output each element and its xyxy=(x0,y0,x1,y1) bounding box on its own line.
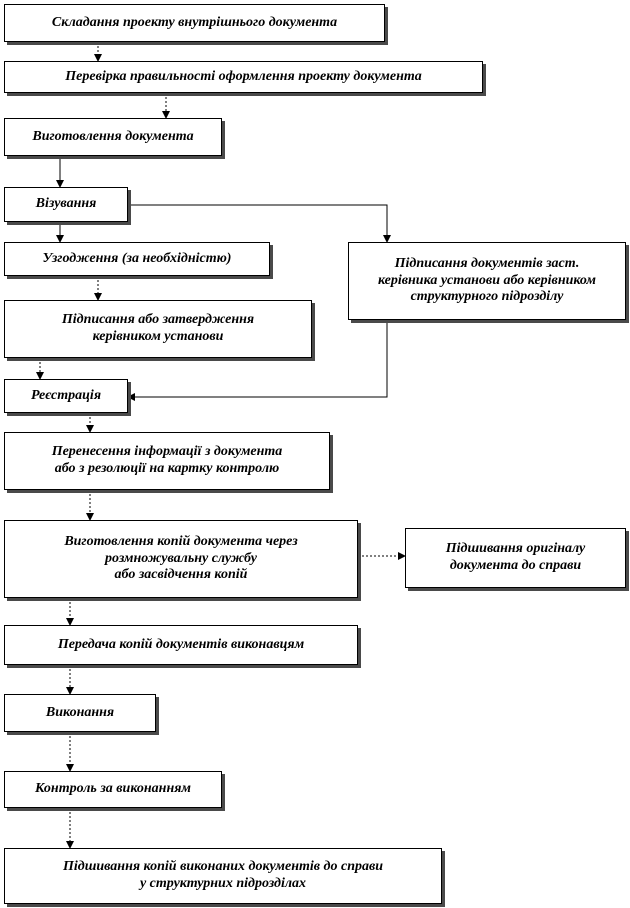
step-transfer-info: Перенесення інформації з документа або з… xyxy=(4,432,330,490)
step-drafting: Складання проекту внутрішнього документа xyxy=(4,4,385,42)
step-deputy-signing: Підписання документів заст. керівника ус… xyxy=(348,242,626,320)
step-head-signing: Підписання або затвердження керівником у… xyxy=(4,300,312,358)
step-file-original: Підшивання оригіналу документа до справи xyxy=(405,528,626,588)
step-approval-if-needed: Узгодження (за необхідністю) xyxy=(4,242,270,276)
step-production: Виготовлення документа xyxy=(4,118,222,156)
connector-endorsement-to-deputy-signing xyxy=(128,204,391,243)
step-endorsement: Візування xyxy=(4,187,128,222)
step-formatting-check: Перевірка правильності оформлення проект… xyxy=(4,61,483,93)
step-execution: Виконання xyxy=(4,694,156,732)
step-registration: Реєстрація xyxy=(4,379,128,413)
step-control: Контроль за виконанням xyxy=(4,771,222,808)
step-file-copies: Підшивання копій виконаних документів до… xyxy=(4,848,442,904)
step-copies: Виготовлення копій документа через розмн… xyxy=(4,520,358,598)
step-send-copies: Передача копій документів виконавцям xyxy=(4,625,358,665)
connector-deputy-signing-to-registration xyxy=(127,320,388,401)
